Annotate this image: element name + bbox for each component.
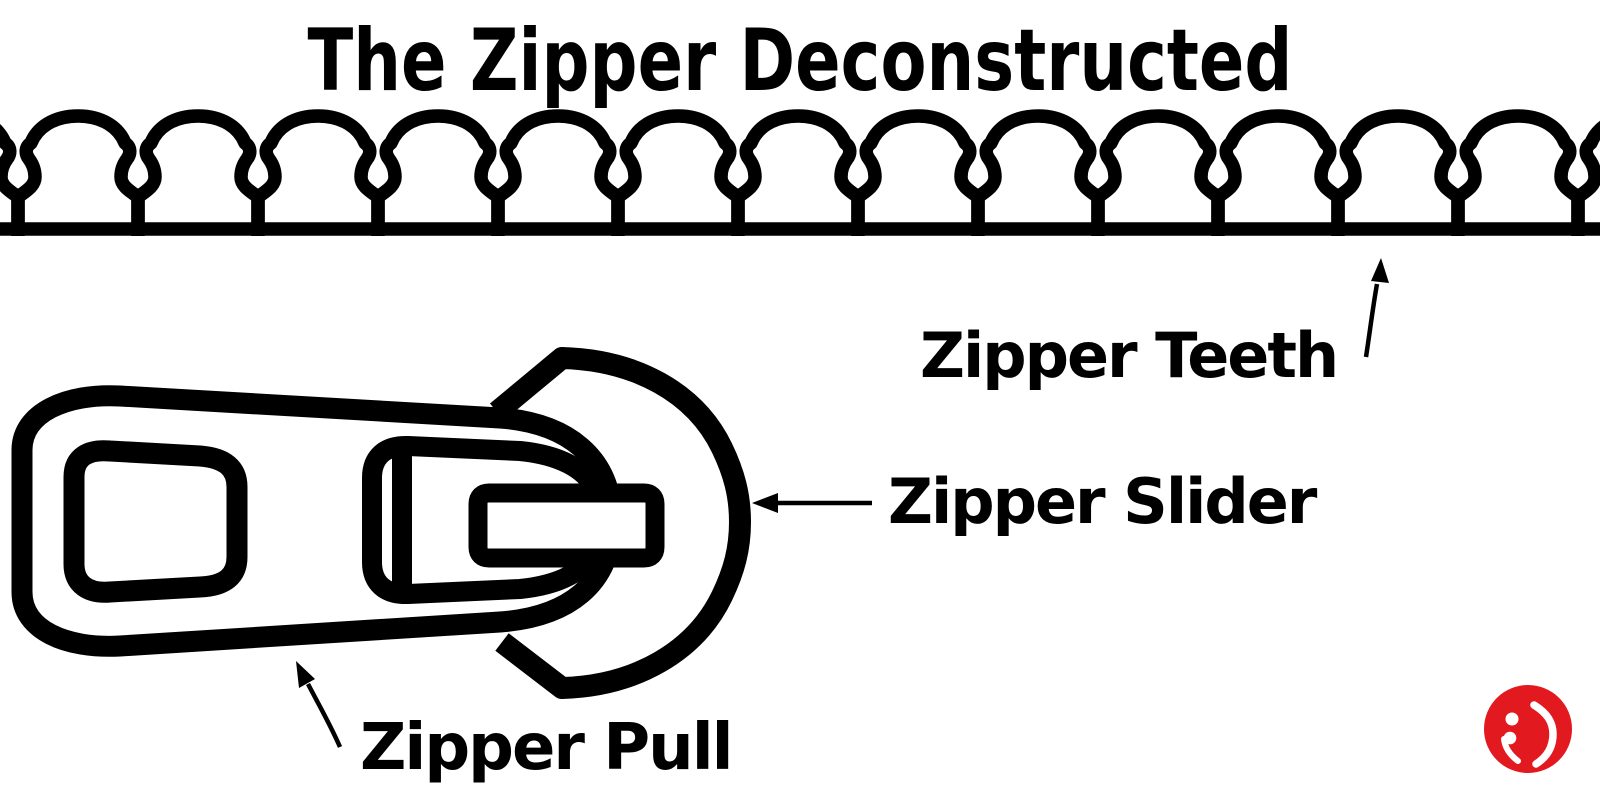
logo-wink-dot <box>1505 712 1519 726</box>
teeth-arrow <box>1363 258 1389 358</box>
zipper-tooth <box>131 109 265 236</box>
zipper-tooth <box>0 124 25 236</box>
zipper-tooth <box>491 109 625 236</box>
zipper-teeth-illustration <box>0 109 1600 236</box>
label-zipper-slider: Zipper Slider <box>888 465 1317 538</box>
label-zipper-teeth: Zipper Teeth <box>920 319 1339 392</box>
pull-arrowhead-icon <box>296 661 315 688</box>
zipper-tooth <box>1451 109 1585 236</box>
logo-circle <box>1484 685 1572 773</box>
zipper-tooth <box>731 109 865 236</box>
winking-smiley-icon <box>1484 685 1572 773</box>
zipper-tooth <box>971 109 1105 236</box>
teeth-arrowhead-icon <box>1371 258 1389 283</box>
zipper-tooth <box>1571 120 1600 236</box>
zipper-tooth <box>611 109 745 236</box>
pull-hole <box>63 440 248 603</box>
zipper-tooth <box>851 109 985 236</box>
slider-arrow <box>752 493 872 513</box>
zipper-tooth <box>1211 109 1345 236</box>
slider-bridge <box>362 436 604 604</box>
slider-lug <box>468 483 665 568</box>
zipper-slider-illustration <box>11 347 751 699</box>
zipper-tooth <box>1091 109 1225 236</box>
zipper-tooth <box>251 109 385 236</box>
slider-body-outline <box>489 347 751 699</box>
page-title: The Zipper Deconstructed <box>307 11 1293 111</box>
logo-wink-comma-tail <box>1501 736 1521 764</box>
zipper-tooth <box>371 109 505 236</box>
pull-arrow <box>296 661 343 748</box>
zipper-tooth <box>1331 109 1465 236</box>
slider-arrowhead-icon <box>752 493 778 513</box>
label-zipper-pull: Zipper Pull <box>360 711 734 785</box>
logo-smile <box>1530 701 1557 768</box>
zipper-tooth <box>11 109 145 236</box>
